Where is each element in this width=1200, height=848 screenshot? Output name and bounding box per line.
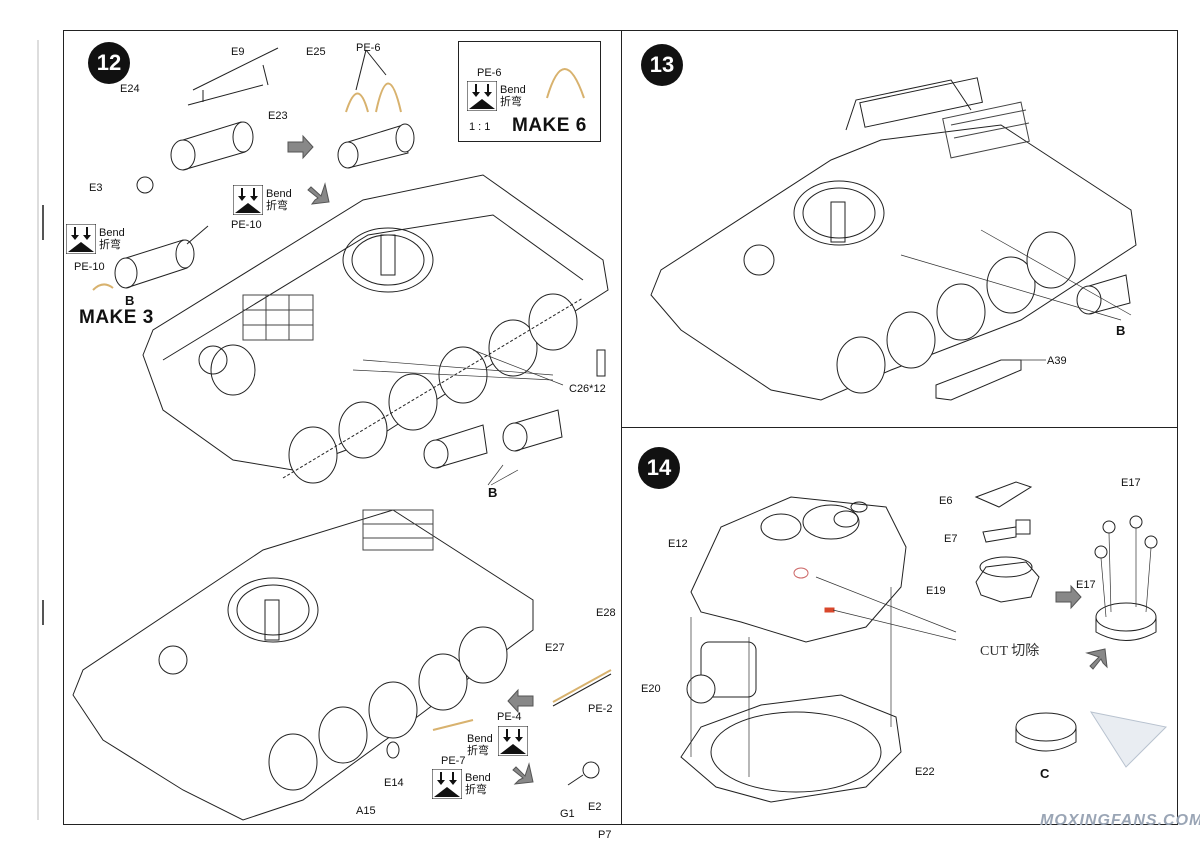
tank-hull-bottom-drawing <box>72 509 612 821</box>
bend-icon <box>498 726 528 756</box>
part-label-a39: A39 <box>1047 355 1067 367</box>
page-number: P7 <box>598 829 612 841</box>
bend-icon <box>432 769 462 799</box>
part-label-c: C <box>1040 766 1050 781</box>
part-label-c26: C26*12 <box>569 383 606 395</box>
bend-icon <box>467 81 497 111</box>
step-14-panel <box>621 427 1178 825</box>
fuel-tank-e23-drawing <box>136 47 279 194</box>
bend-icon <box>66 224 96 254</box>
part-label-e2: E2 <box>588 801 602 813</box>
bend-instruction-3 <box>498 726 528 756</box>
bend-instruction-4: Bend 折弯 <box>432 769 491 799</box>
part-label-pe6: PE-6 <box>356 42 381 54</box>
bend-label: Bend <box>467 733 493 745</box>
make-6-inset: PE-6 Bend 折弯 1 : 1 MAKE 6 <box>458 41 601 142</box>
part-label-b: B <box>488 485 498 500</box>
part-label-e20: E20 <box>641 683 661 695</box>
bend-label-cn: 折弯 <box>500 96 522 108</box>
step-number-13: 13 <box>641 44 683 86</box>
part-label-e22: E22 <box>915 766 935 778</box>
part-label-e24: E24 <box>120 83 140 95</box>
bend-instruction-1: Bend 折弯 <box>233 185 292 215</box>
inset-part-label: PE-6 <box>477 67 502 79</box>
part-label-e28: E28 <box>596 607 616 619</box>
inset-bend: Bend 折弯 <box>467 81 526 111</box>
bend-instruction-2: Bend 折弯 <box>66 224 125 254</box>
part-label-a15: A15 <box>356 805 376 817</box>
make-6-label: MAKE 6 <box>512 115 587 136</box>
make-3-label: MAKE 3 <box>79 307 154 328</box>
part-label-e17: E17 <box>1076 579 1096 591</box>
pe6-bend-shape <box>546 68 585 99</box>
part-label-pe2: PE-2 <box>588 703 613 715</box>
part-label-e6: E6 <box>939 495 953 507</box>
bend-label: Bend <box>500 84 526 96</box>
part-label-e12: E12 <box>668 538 688 550</box>
step-13-illustration <box>650 77 1137 401</box>
bend-label: Bend <box>266 188 292 200</box>
watermark-text: MOXINGFANS.COM <box>1040 812 1200 829</box>
step-number-12: 12 <box>88 42 130 84</box>
binding-marks <box>37 40 44 820</box>
part-label-b: B <box>1116 323 1126 338</box>
step-number-14: 14 <box>638 447 680 489</box>
step-14-illustration <box>680 481 1168 803</box>
part-label-pe4: PE-4 <box>497 711 522 723</box>
part-label-e3: E3 <box>89 182 103 194</box>
bend-label-cn: 折弯 <box>266 200 288 212</box>
side-tank-b-drawing <box>92 225 209 291</box>
small-tank-pe6-drawing <box>337 49 415 169</box>
part-label-pe10-b: PE-10 <box>74 261 105 273</box>
part-label-e27: E27 <box>545 642 565 654</box>
part-label-e9: E9 <box>231 46 245 58</box>
part-label-pe7: PE-7 <box>441 755 466 767</box>
scale-label: 1 : 1 <box>469 121 491 133</box>
part-label-e17: E17 <box>1121 477 1141 489</box>
part-label-e7: E7 <box>944 533 958 545</box>
bend-label-cn: 折弯 <box>99 239 121 251</box>
part-label-e25: E25 <box>306 46 326 58</box>
bend-text-3: Bend 折弯 <box>467 733 493 757</box>
part-label-e14: E14 <box>384 777 404 789</box>
part-label-e23: E23 <box>268 110 288 122</box>
bend-label: Bend <box>99 227 125 239</box>
bend-label: Bend <box>465 772 491 784</box>
step-12-illustration <box>72 47 612 821</box>
part-label-e19: E19 <box>926 585 946 597</box>
bend-label-cn: 折弯 <box>465 784 487 796</box>
cut-instruction: CUT 切除 <box>980 644 1040 659</box>
bend-icon <box>233 185 263 215</box>
part-label-pe10-a: PE-10 <box>231 219 262 231</box>
part-label-b: B <box>125 293 135 308</box>
bend-label-cn: 折弯 <box>467 745 489 757</box>
tank-hull-top-drawing <box>142 174 609 486</box>
part-label-g1: G1 <box>560 808 575 820</box>
